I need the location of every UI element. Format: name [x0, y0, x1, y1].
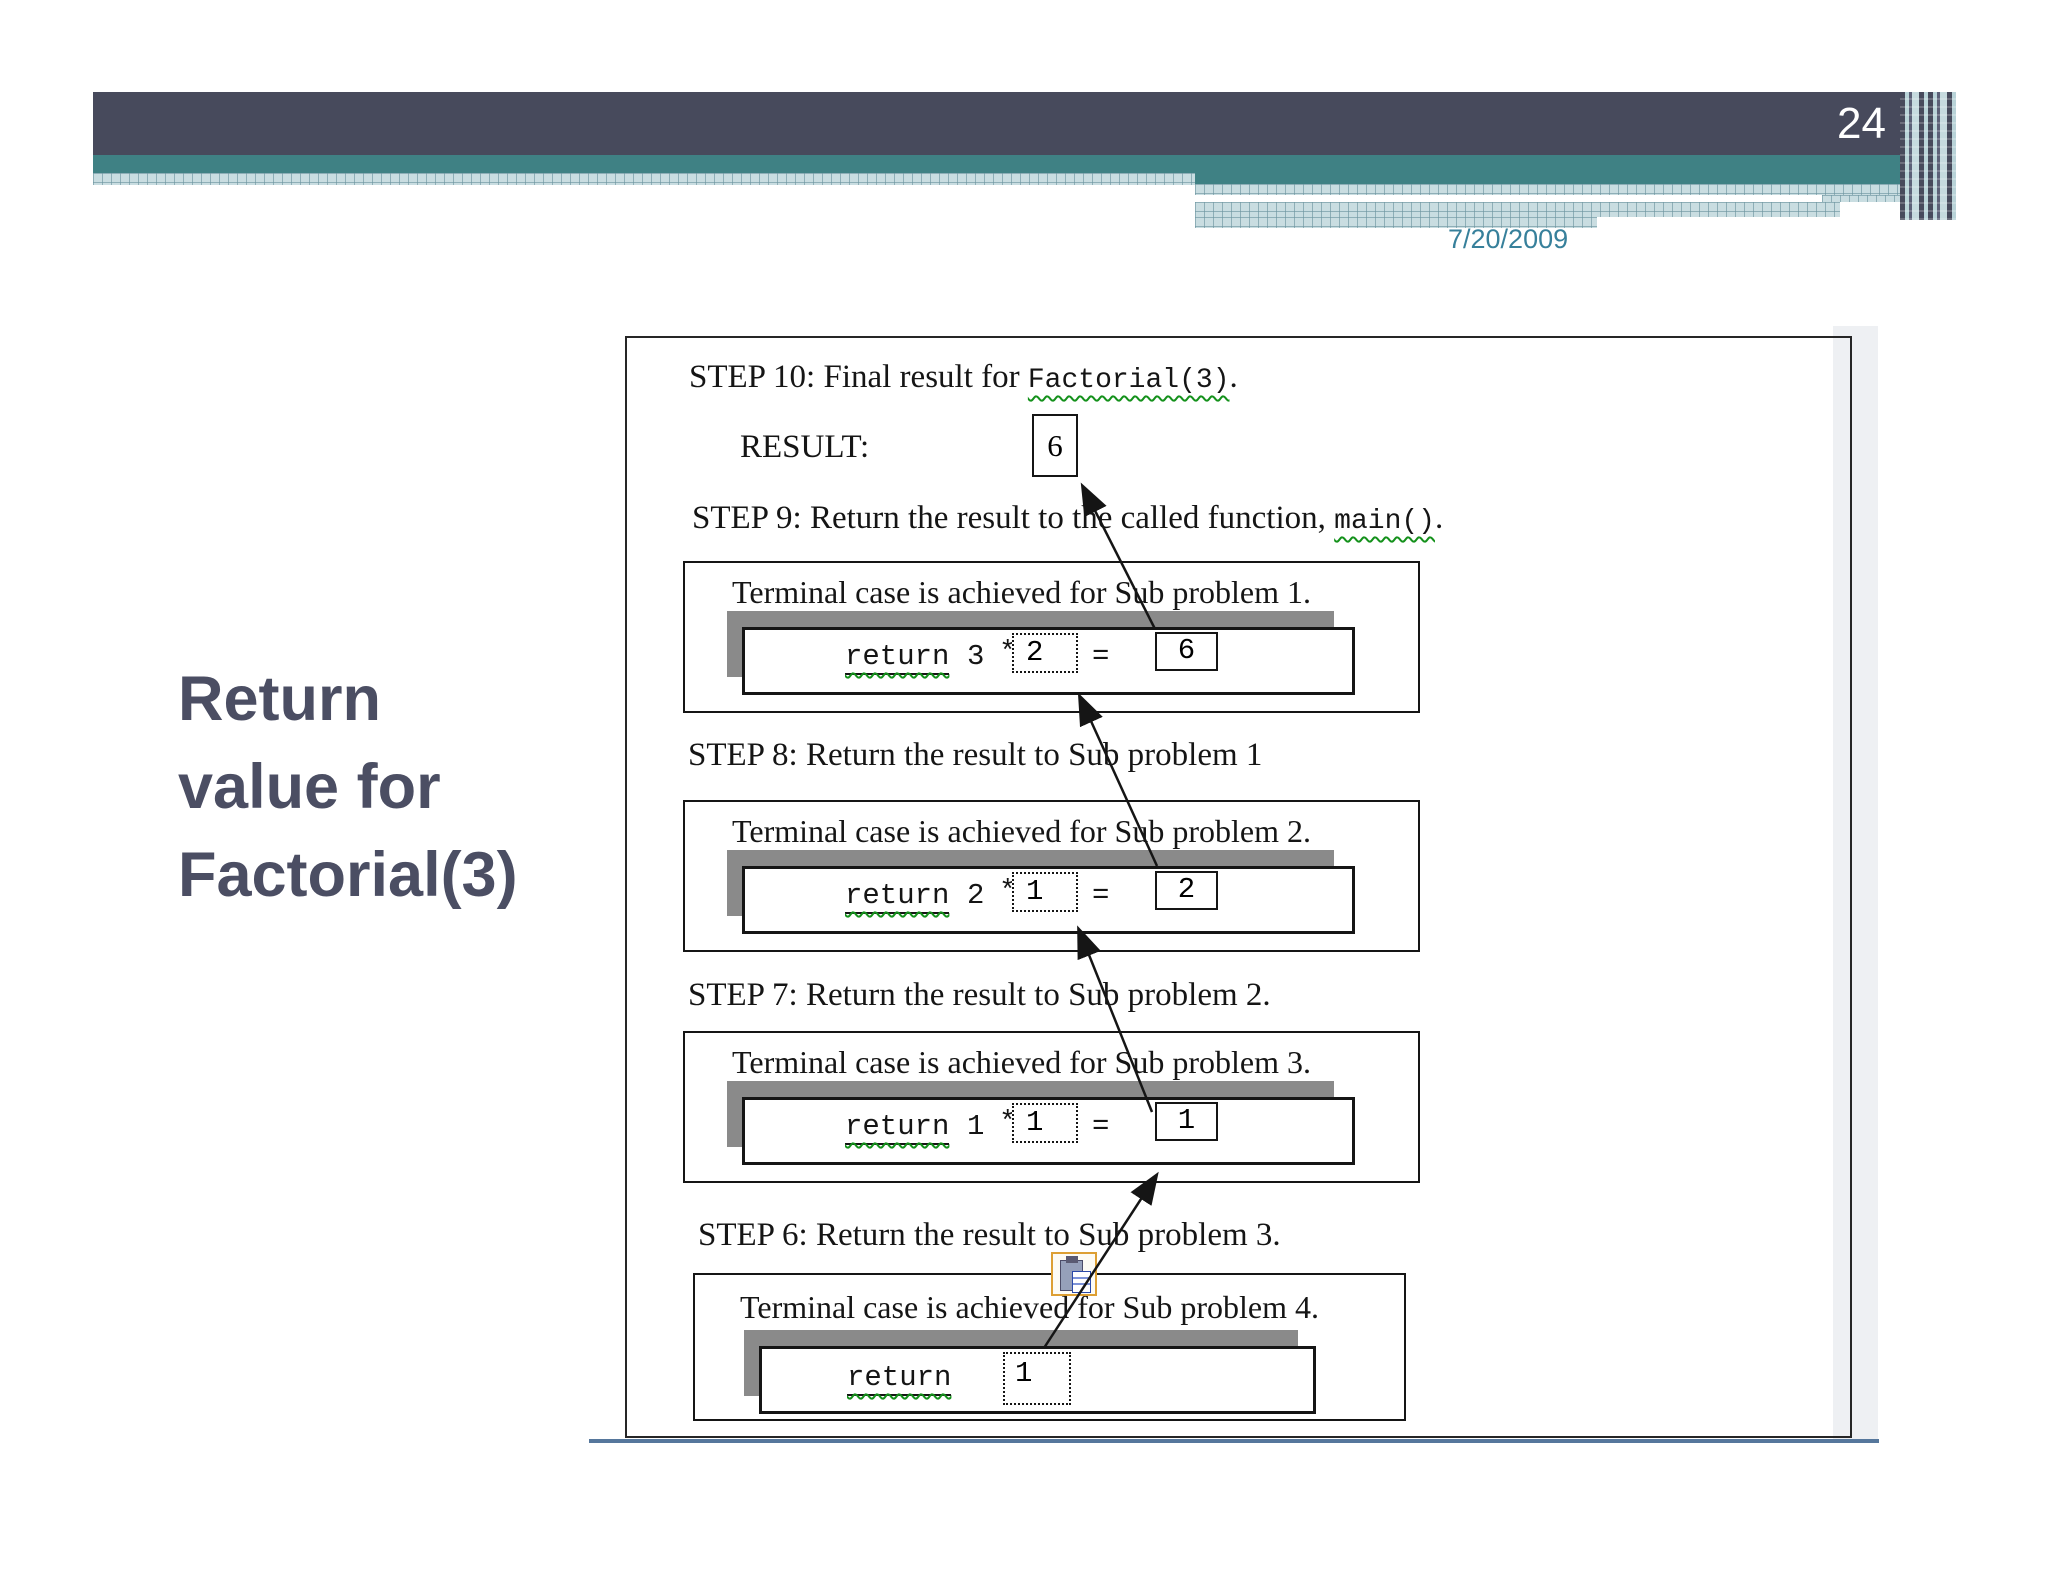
- final-result-value: 6: [1047, 428, 1063, 463]
- carried-value: 1: [1026, 1106, 1044, 1139]
- result-label: RESULT:: [740, 429, 870, 465]
- step9-label: STEP 9: Return the result to the called …: [692, 500, 1444, 537]
- carried-value-box: 1: [1012, 872, 1078, 912]
- return-keyword: return: [845, 1110, 950, 1145]
- slide-title-line: Return: [178, 664, 381, 734]
- result-value-box: 6: [1155, 632, 1218, 671]
- terminal-box-title: Terminal case is achieved for Sub proble…: [732, 813, 1311, 849]
- paste-options-clipboard-icon[interactable]: [1051, 1252, 1097, 1296]
- step6-label: STEP 6: Return the result to Sub problem…: [698, 1217, 1281, 1253]
- slide-title-line: value for: [178, 752, 441, 822]
- result-value-box: 2: [1155, 871, 1218, 910]
- result-value: 6: [1177, 634, 1196, 667]
- slide-date: 7/20/2009: [1448, 224, 1569, 254]
- return-keyword: return: [845, 640, 950, 675]
- step8-label: STEP 8: Return the result to Sub problem…: [688, 737, 1263, 773]
- equals-sign: =: [1092, 879, 1110, 912]
- carried-value-box: 1: [1003, 1352, 1071, 1405]
- checker-strip: [1195, 184, 1900, 195]
- step10-code: Factorial(3): [1027, 365, 1230, 396]
- step10-text: STEP 10: Final result for: [689, 359, 1028, 395]
- step10-label: STEP 10: Final result for Factorial(3).: [689, 359, 1238, 396]
- operand: 1: [967, 1110, 985, 1143]
- terminal-box-title: Terminal case is achieved for Sub proble…: [740, 1289, 1319, 1325]
- header-stripe-decoration: [1900, 92, 1956, 220]
- terminal-box-title: Terminal case is achieved for Sub proble…: [732, 1044, 1311, 1080]
- terminal-box-title: Terminal case is achieved for Sub proble…: [732, 574, 1311, 610]
- final-result-box: 6: [1032, 414, 1078, 477]
- carried-value-box: 1: [1012, 1103, 1078, 1143]
- terminal-box-2: Terminal case is achieved for Sub proble…: [683, 800, 1420, 952]
- scrollbar-track[interactable]: [1833, 326, 1878, 1443]
- step7-label: STEP 7: Return the result to Sub problem…: [688, 977, 1271, 1013]
- equals-sign: =: [1092, 1110, 1110, 1143]
- terminal-box-1: Terminal case is achieved for Sub proble…: [683, 561, 1420, 713]
- result-value: 1: [1177, 1104, 1196, 1137]
- operand: 2: [967, 879, 985, 912]
- checker-strip: [93, 173, 1195, 185]
- bottom-separator-line: [589, 1439, 1879, 1443]
- step9-code: main(): [1334, 506, 1435, 537]
- step9-text: STEP 9: Return the result to the called …: [692, 500, 1335, 536]
- carried-value: 1: [1026, 875, 1044, 908]
- return-keyword: return: [845, 879, 950, 914]
- slide-number: 24: [1837, 99, 1886, 148]
- carried-value: 1: [1015, 1357, 1033, 1390]
- result-value: 2: [1177, 873, 1196, 906]
- equals-sign: =: [1092, 640, 1110, 673]
- checker-strip: [1195, 217, 1597, 228]
- clipboard-clip: [1066, 1256, 1078, 1263]
- checker-strip: [1195, 202, 1840, 217]
- carried-value-box: 2: [1012, 633, 1078, 673]
- checker-strip: [1822, 195, 1900, 202]
- slide-title: Return value for Factorial(3): [178, 655, 518, 919]
- header-bar: 24: [93, 92, 1900, 155]
- return-keyword: return: [847, 1361, 952, 1396]
- diagram-panel: [625, 336, 1852, 1438]
- result-value-box: 1: [1155, 1102, 1218, 1141]
- operand: 3: [967, 640, 985, 673]
- carried-value: 2: [1026, 636, 1044, 669]
- clipboard-page: [1072, 1271, 1091, 1293]
- terminal-box-4: Terminal case is achieved for Sub proble…: [693, 1273, 1406, 1421]
- slide-title-line: Factorial(3): [178, 840, 518, 910]
- terminal-box-3: Terminal case is achieved for Sub proble…: [683, 1031, 1420, 1183]
